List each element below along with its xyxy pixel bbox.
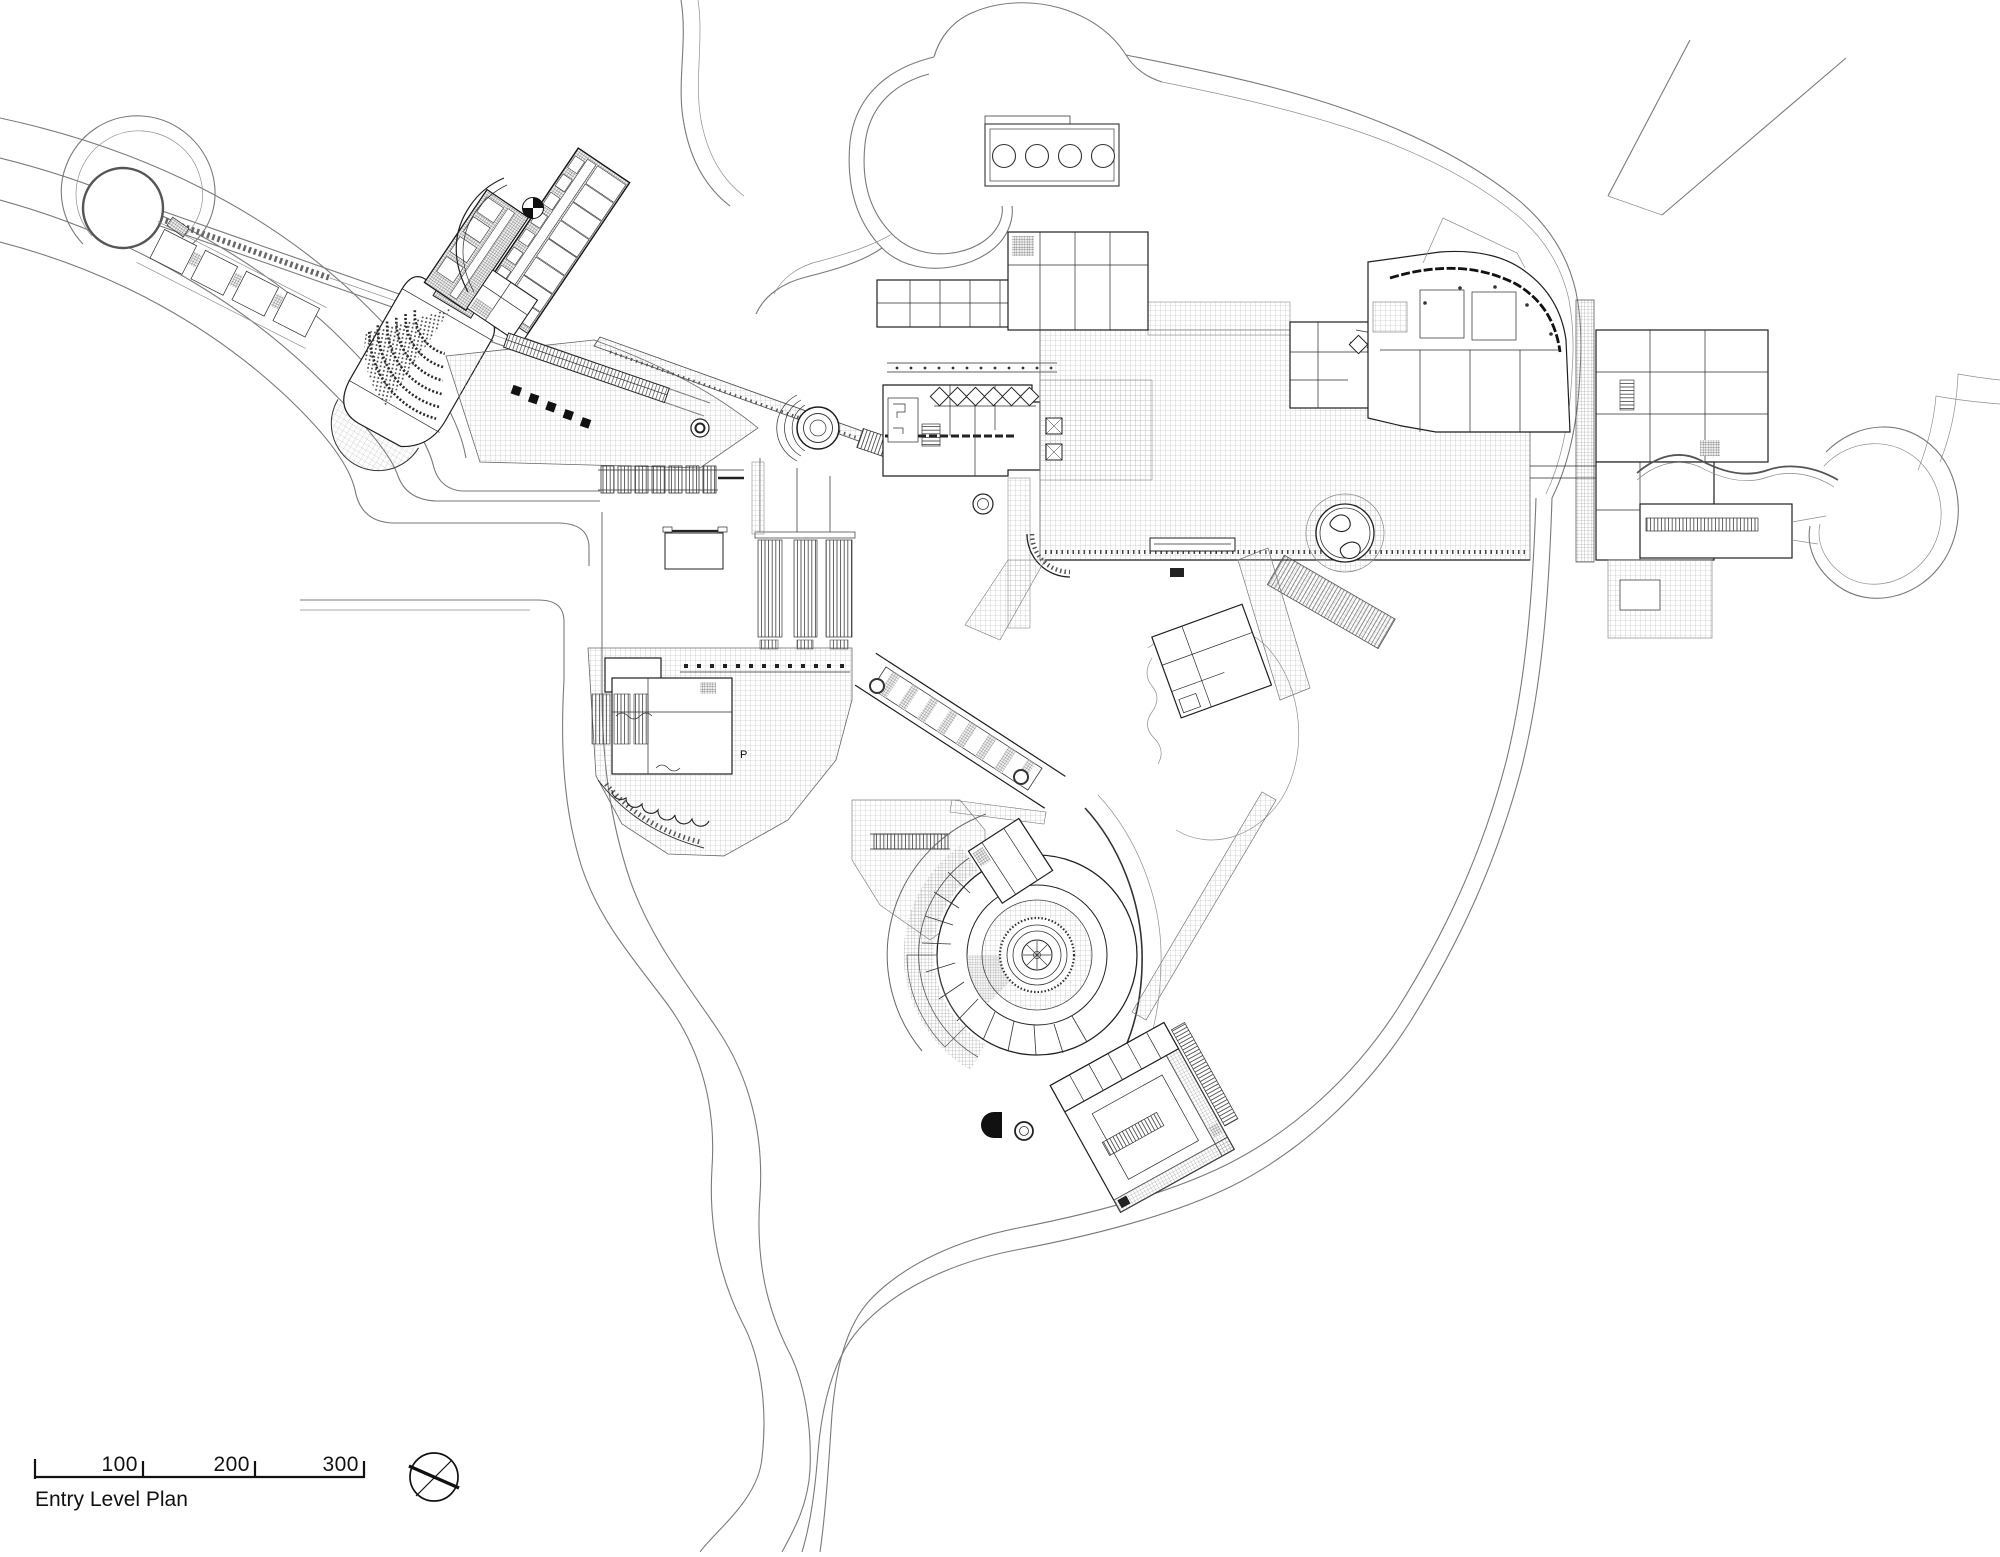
curved-garden-wall-2 [462,184,508,293]
museum-east-pavilion [1367,217,1571,433]
plan-title: Entry Level Plan [35,1488,188,1511]
service-building [984,115,1120,187]
institute-entry-pavilion [967,817,1054,905]
garden-hook [1791,426,1959,599]
parking-label: P [740,749,747,761]
scale-label-200: 200 [213,1453,250,1476]
scale-label-300: 300 [322,1453,359,1476]
institute-annex [1049,1021,1239,1214]
skylight-diamonds-entry [929,386,1040,407]
scalloped-terrace [597,779,710,849]
reflecting-pool [662,526,728,570]
north-annex-building [423,188,530,312]
museum-south-pavilion [1151,603,1273,719]
north-lecture-hall [466,269,539,340]
courtyard-fountain [1149,537,1236,577]
entrance-rotunda [776,394,840,462]
east-building [1530,299,1959,639]
north-arrow-icon [408,1452,460,1502]
checker-rotunda [522,197,544,219]
trellis-terraces [598,458,856,650]
plaza-stair-drum [690,418,710,438]
annex-walkway [1131,791,1277,1021]
restaurant-building: P [587,647,853,857]
azalea-pool [1305,493,1385,573]
hillside-terraces [136,221,327,349]
pergola [870,833,950,850]
scale-bar: 100 200 300 [33,1453,366,1479]
research-institute [851,794,1162,1141]
museum-north-pavilion [1007,231,1149,331]
square-pools [1045,417,1063,461]
scale-label-100: 100 [101,1453,138,1476]
museum-middle-pavilion [1289,321,1378,409]
curved-garden-wall [455,177,505,293]
central-garden [854,652,1066,809]
ne-wedge-walls [1607,39,1847,216]
garden-stair-band [1266,554,1396,650]
